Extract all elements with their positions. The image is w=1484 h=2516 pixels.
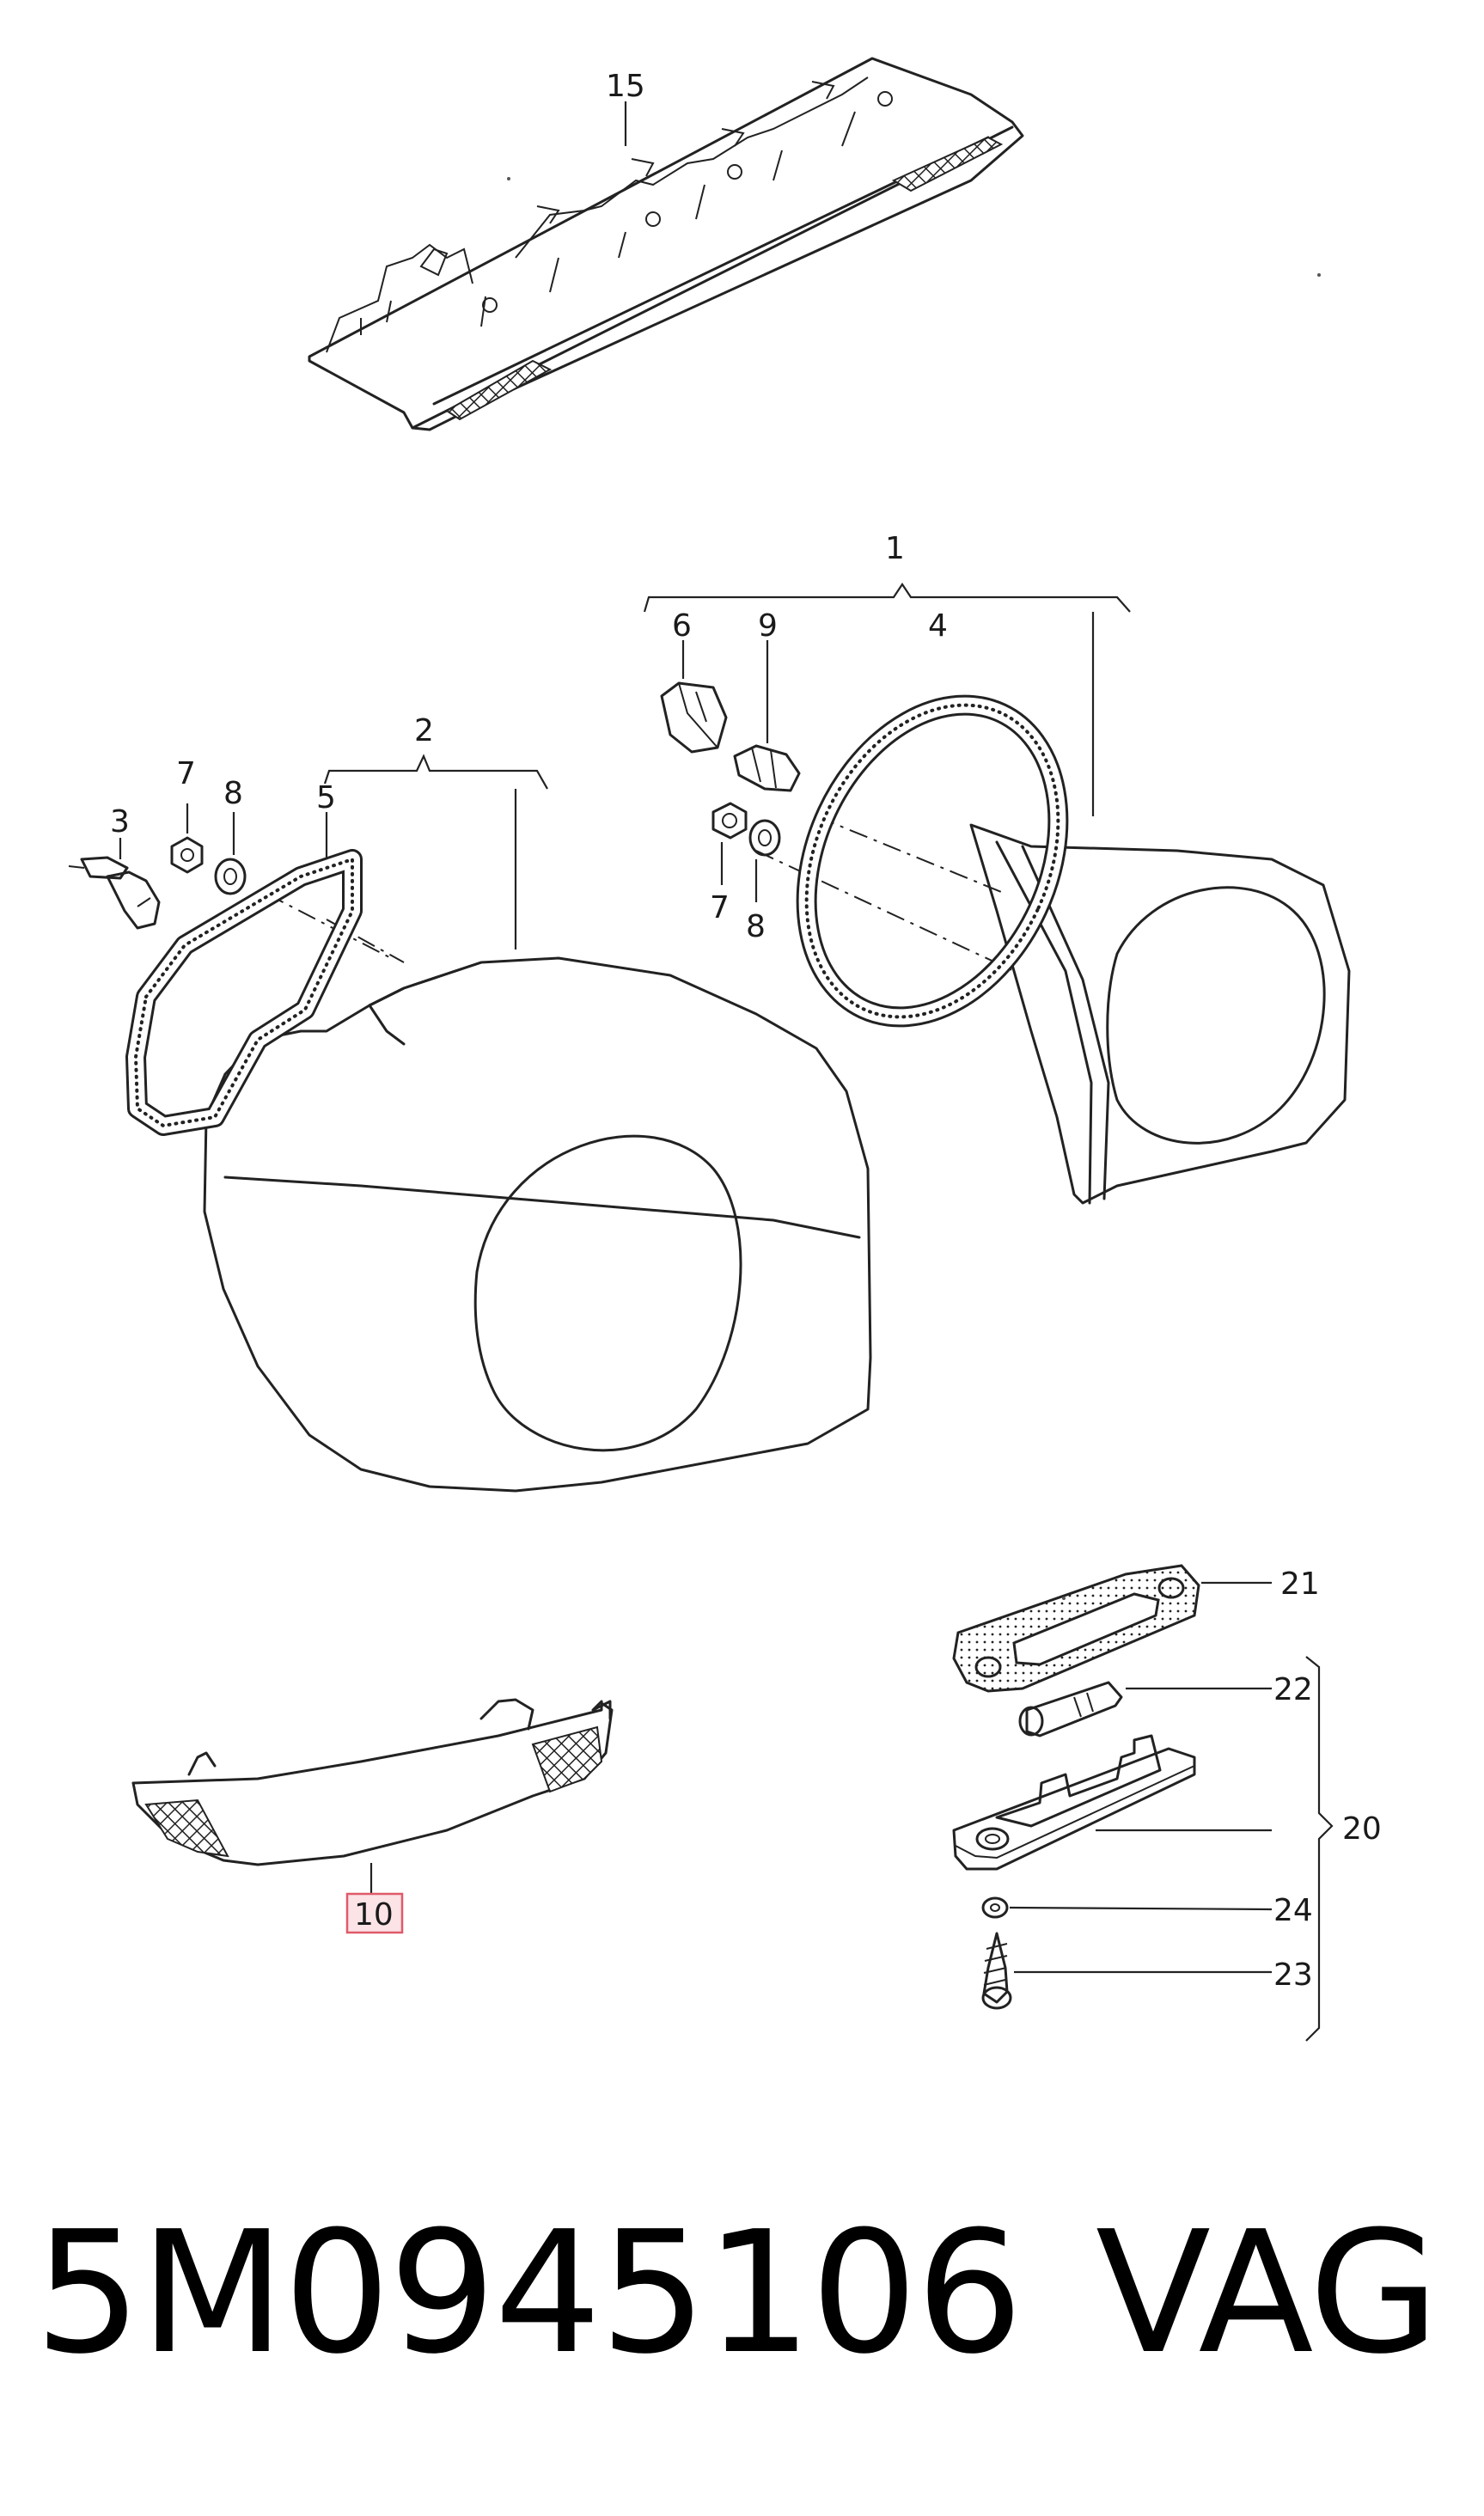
bulb-holder-part-6	[660, 640, 728, 754]
footer-caption: 5M0945106 VAG	[34, 2195, 1452, 2391]
washer-part-8-right	[748, 819, 781, 902]
bulb-part-9	[733, 640, 801, 792]
callout-15: 15	[606, 69, 645, 104]
light-housing	[952, 1734, 1272, 1871]
bulb-part-22	[1018, 1681, 1272, 1737]
licence-plate-light-part-20	[952, 1564, 1334, 2042]
callout-8-left: 8	[223, 776, 243, 811]
brand-text: VAG	[1096, 2195, 1439, 2391]
callout-21: 21	[1280, 1566, 1320, 1602]
inner-tail-light-part-1	[643, 583, 1351, 1205]
washer-part-8-left	[214, 812, 247, 895]
callout-7-left: 7	[176, 756, 196, 791]
callout-7-right: 7	[710, 890, 730, 925]
highlight-box-part-10	[345, 1892, 404, 1934]
nut-part-7-left	[170, 803, 204, 874]
callout-8-right: 8	[746, 909, 766, 944]
callout-23: 23	[1273, 1957, 1313, 1993]
side-reflector-part-10	[131, 1698, 614, 1934]
callout-10: 10	[354, 1897, 394, 1933]
callout-24: 24	[1273, 1893, 1313, 1928]
bulb-holder-part-3	[68, 838, 161, 930]
callout-20: 20	[1342, 1811, 1382, 1847]
callout-22: 22	[1273, 1672, 1313, 1707]
callout-1: 1	[885, 531, 905, 566]
gasket-part-4	[796, 694, 1069, 1028]
high-level-brake-light-part-15	[308, 57, 1024, 431]
callout-2: 2	[414, 713, 434, 748]
nut-part-7-right	[711, 802, 748, 885]
callout-5: 5	[316, 780, 336, 815]
washer-part-24	[981, 1896, 1273, 1919]
gasket-part-21	[952, 1564, 1272, 1693]
gasket-part-5	[125, 812, 363, 1136]
part-number-text: 5M0945106	[34, 2195, 1023, 2391]
callout-6: 6	[672, 608, 692, 644]
callout-3: 3	[110, 804, 130, 840]
callout-4: 4	[928, 608, 948, 644]
callout-9: 9	[758, 608, 778, 644]
screw-part-23	[981, 1932, 1272, 2010]
